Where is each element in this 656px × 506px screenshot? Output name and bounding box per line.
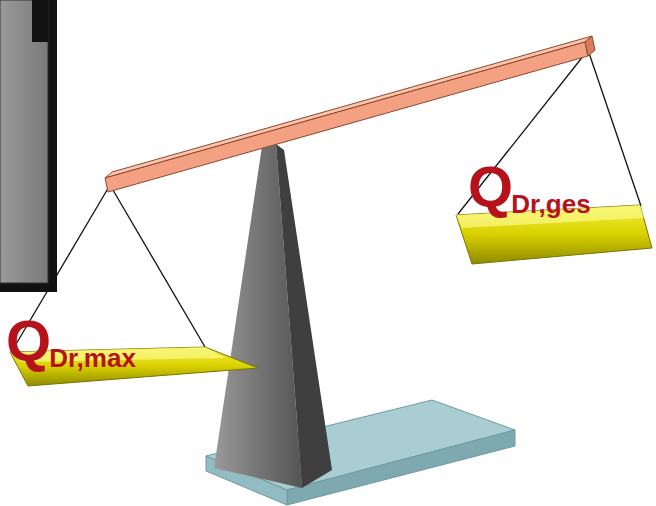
quantity-subscript: Dr,ges — [511, 191, 591, 217]
pillar — [214, 144, 332, 488]
grey-panel — [0, 0, 57, 292]
scale-pan: QDr,ges — [450, 156, 654, 268]
quantity-symbol: Q — [6, 312, 51, 370]
quantity-subscript: Dr,max — [49, 345, 136, 371]
balance-beam — [105, 36, 595, 192]
pan-strings — [12, 50, 641, 351]
quantity-symbol: Q — [468, 158, 513, 216]
scale-pan: QDr,max — [0, 300, 262, 392]
